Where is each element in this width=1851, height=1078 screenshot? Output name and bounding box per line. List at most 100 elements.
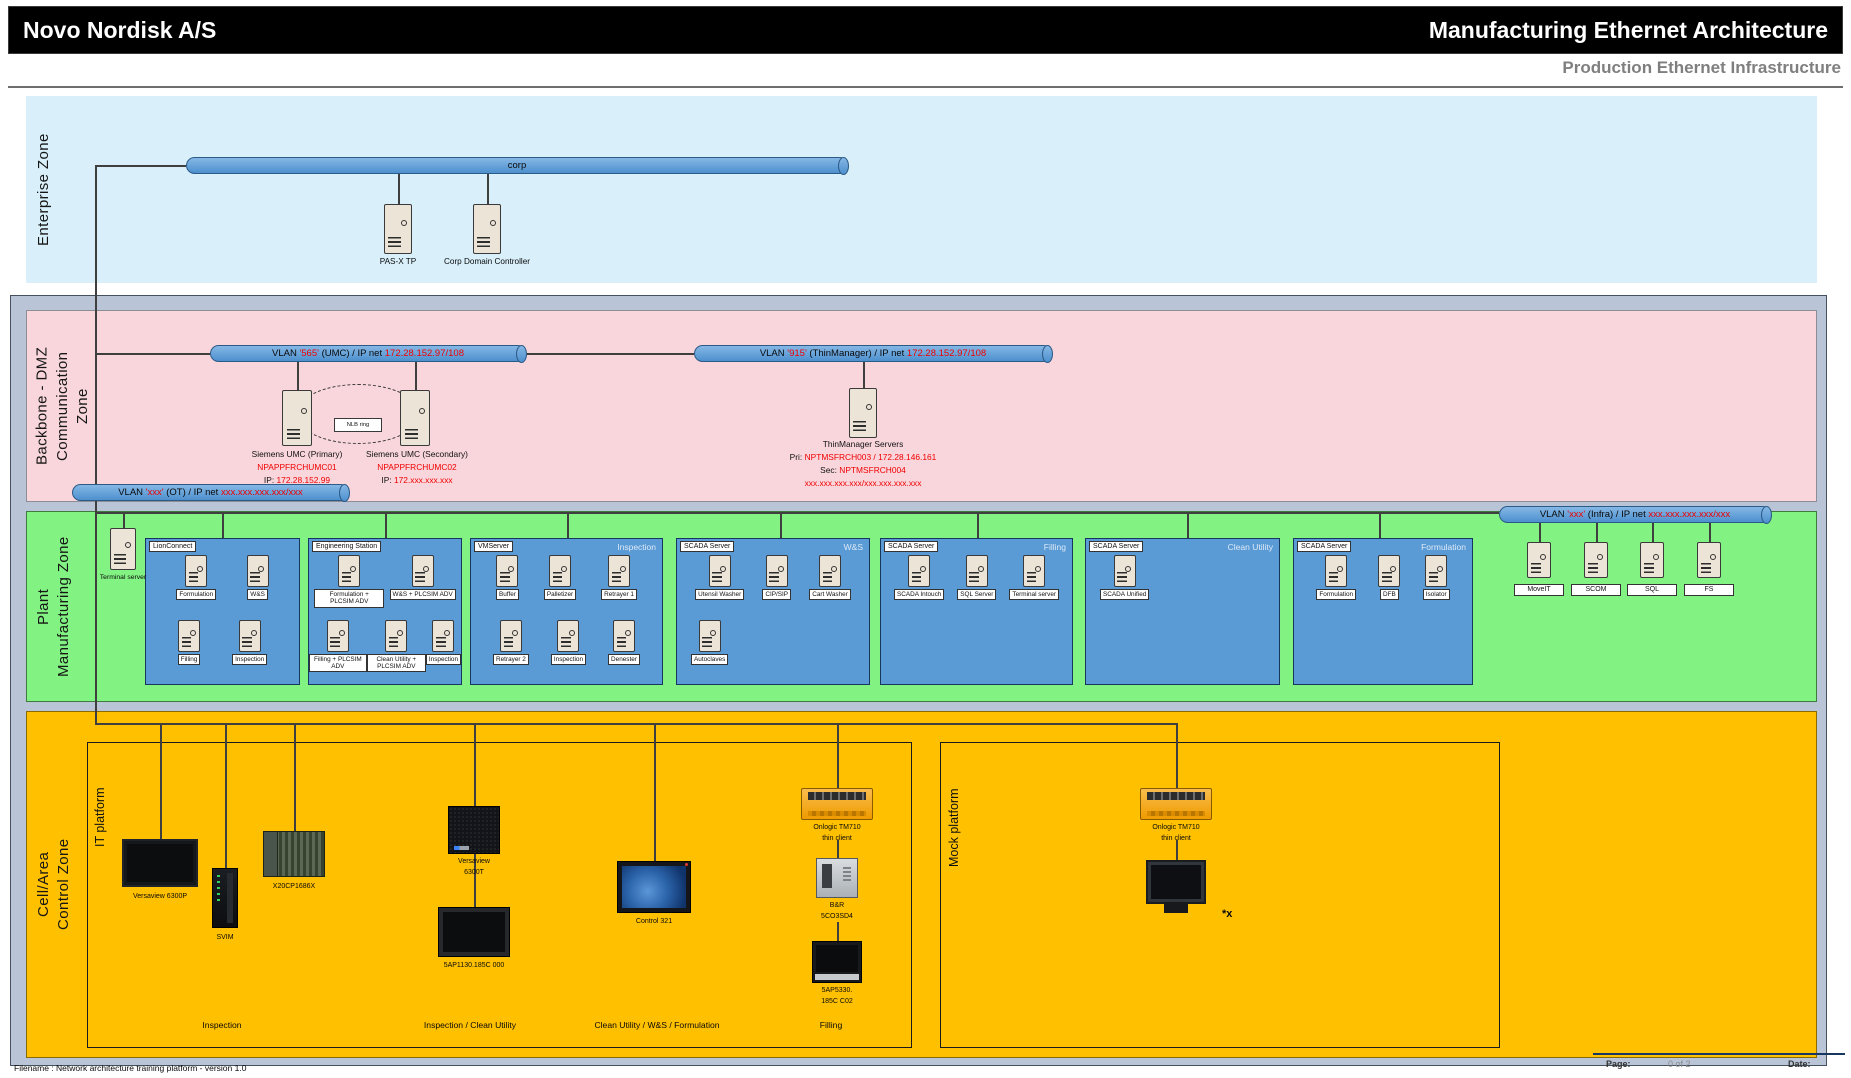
plant-box-header: Engineering Station — [312, 541, 382, 552]
footer-page-label: Page: — [1606, 1059, 1631, 1069]
server-cell: Formulation — [176, 555, 217, 601]
server-vents — [250, 572, 260, 583]
server-vents — [1643, 562, 1655, 574]
server-icon — [549, 555, 572, 587]
connector-line — [95, 165, 97, 723]
server-cell: Inspection — [232, 619, 268, 665]
pasx-server-icon — [384, 204, 412, 254]
cell-zone — [26, 711, 1817, 1058]
device-label-onlogic-tm710-mock: thin client — [1161, 835, 1191, 842]
company-name: Novo Nordisk A/S — [23, 16, 217, 43]
infra-server-label: SCOM — [1571, 584, 1621, 597]
connector-line — [222, 512, 224, 538]
server-icon — [613, 619, 635, 652]
server-led — [189, 630, 196, 637]
server-cell: W&S + PLCSIM ADV — [389, 555, 456, 601]
enterprise-zone — [26, 96, 1817, 283]
device-label-onlogic-tm710-it: thin client — [822, 835, 852, 842]
server-icon — [326, 619, 349, 652]
server-vents — [503, 636, 514, 648]
server-vents — [1117, 572, 1127, 583]
server-led — [418, 408, 425, 415]
server-vents — [712, 572, 722, 583]
server-label: CIP/SIP — [762, 589, 792, 601]
device-label-versaview-6300p: Versaview 6300P — [132, 893, 188, 900]
device-panel-5ap1130 — [438, 907, 510, 957]
server-led — [1710, 553, 1717, 560]
server-icon — [385, 619, 408, 652]
device-x20cp1686x — [263, 831, 325, 877]
server-led — [560, 565, 567, 572]
server-cell: Formulation + PLCSIM ADV — [314, 555, 385, 608]
connector-line — [977, 512, 979, 538]
server-cell: W&S — [246, 555, 269, 601]
server-cell: Filling + PLCSIM ADV — [309, 619, 367, 673]
server-icon — [1023, 555, 1046, 587]
footer-date-label: Date: — [1788, 1059, 1811, 1069]
server-label: Formulation + PLCSIM ADV — [314, 589, 385, 608]
server-vents — [1530, 562, 1542, 574]
server-label: DFB — [1379, 589, 1399, 601]
server-led — [1597, 553, 1604, 560]
server-cell: Utensil Washer — [695, 555, 745, 601]
connector-line — [1379, 512, 1381, 538]
infra-server-icon — [1584, 542, 1608, 578]
thinmanager-server-icon — [849, 388, 877, 438]
infra-server-label: SQL — [1627, 584, 1677, 597]
server-led — [1436, 565, 1443, 572]
server-label: SCADA Intouch — [893, 589, 945, 601]
server-label: Clean Utility + PLCSIM ADV — [366, 653, 426, 673]
server-icon — [1113, 555, 1136, 587]
dmz-zone-label: Backbone - DMZ Communication Zone — [33, 346, 92, 466]
connector-line — [294, 723, 296, 831]
umc-primary-server-icon — [282, 390, 312, 446]
device-br-5co3sd4 — [816, 858, 858, 898]
server-label: Denester — [608, 653, 640, 665]
server-led — [423, 565, 430, 572]
plant-box-header: SCADA Server — [680, 541, 735, 552]
server-icon — [238, 619, 261, 652]
corp-dc-server-icon — [473, 204, 501, 254]
server-icon — [496, 555, 519, 587]
server-cell: Palletizer — [543, 555, 577, 601]
server-label: Retrayer 2 — [493, 653, 529, 665]
server-icon — [499, 619, 522, 652]
device-label-versaview-6300t: Versaview — [458, 858, 490, 865]
server-label: Filling + PLCSIM ADV — [309, 653, 367, 673]
server-icon — [432, 619, 455, 652]
footer-divider — [1593, 1053, 1845, 1055]
server-label: Autoclaves — [691, 653, 729, 665]
server-vents — [286, 428, 301, 440]
device-label-panel-5ap5330: 5AP5330. — [821, 987, 853, 994]
server-label: Retrayer 1 — [601, 589, 637, 601]
corp-dc-server-label: Corp Domain Controller — [443, 257, 531, 266]
server-icon — [965, 555, 988, 587]
server-led — [397, 630, 404, 637]
pasx-server-label: PAS-X TP — [379, 257, 417, 266]
vlan-ot-pipe: VLAN 'xxx' (OT) / IP net xxx.xxx.xxx.xxx… — [72, 483, 350, 502]
server-vents — [1381, 572, 1392, 583]
connector-line — [474, 723, 476, 806]
server-icon — [765, 555, 788, 587]
connector-line — [225, 723, 227, 868]
server-vents — [181, 636, 192, 648]
server-vents — [341, 572, 352, 583]
server-led — [777, 565, 784, 572]
server-label: SCADA Unified — [1100, 589, 1150, 601]
server-row: Autoclaves — [677, 619, 869, 685]
server-led — [300, 408, 307, 415]
connector-line — [1176, 723, 1178, 788]
connector-line — [95, 512, 1499, 514]
server-led — [624, 630, 631, 637]
server-cell: Formulation — [1316, 555, 1357, 601]
page-subtitle: Production Ethernet Infrastructure — [1562, 58, 1841, 77]
